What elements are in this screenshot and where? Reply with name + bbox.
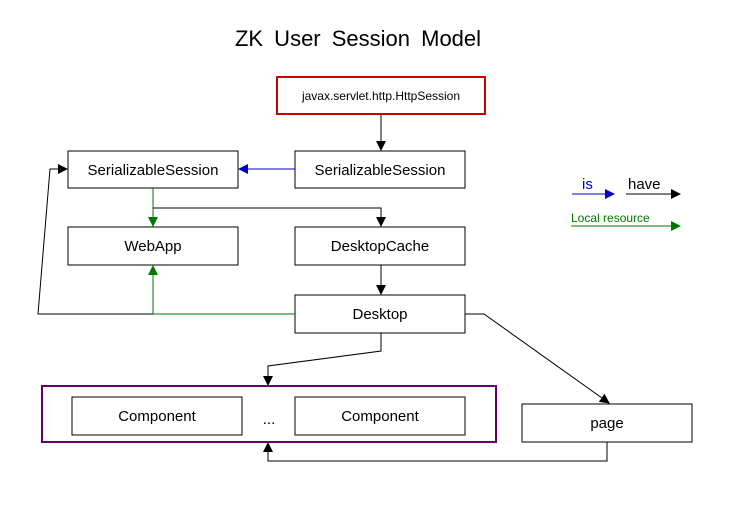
edge-desktop-to-session [37, 164, 153, 315]
desktop-node: Desktop [294, 294, 466, 334]
diagram-title: ZK User Session Model [235, 26, 481, 51]
component-ellipsis: ... [263, 411, 276, 428]
edge-session-to-desktopcache [153, 207, 386, 227]
http-session-node: javax.servlet.http.HttpSession [276, 76, 486, 115]
serializable-session-right-label: SerializableSession [315, 162, 446, 179]
legend: is have Local resource [571, 176, 681, 231]
component-node-1: Component [71, 396, 243, 436]
edge-page-to-components [263, 442, 608, 462]
legend-is-label: is [582, 176, 593, 193]
serializable-session-left-node: SerializableSession [67, 150, 239, 189]
legend-local-resource-label: Local resource [571, 211, 650, 225]
desktop-cache-label: DesktopCache [331, 238, 429, 255]
edge-desktop-to-components [263, 333, 382, 386]
http-session-label: javax.servlet.http.HttpSession [301, 89, 460, 103]
webapp-label: WebApp [124, 238, 181, 255]
serializable-session-right-node: SerializableSession [294, 150, 466, 189]
edge-desktop-to-webapp [148, 265, 295, 315]
desktop-label: Desktop [352, 306, 407, 323]
serializable-session-left-label: SerializableSession [88, 162, 219, 179]
desktop-cache-node: DesktopCache [294, 226, 466, 266]
page-node: page [521, 403, 693, 443]
component-node-2: Component [294, 396, 466, 436]
page-label: page [590, 415, 623, 432]
webapp-node: WebApp [67, 226, 239, 266]
component-1-label: Component [118, 408, 196, 425]
edge-desktop-to-page [465, 313, 610, 404]
legend-have-label: have [628, 176, 661, 193]
component-2-label: Component [341, 408, 419, 425]
